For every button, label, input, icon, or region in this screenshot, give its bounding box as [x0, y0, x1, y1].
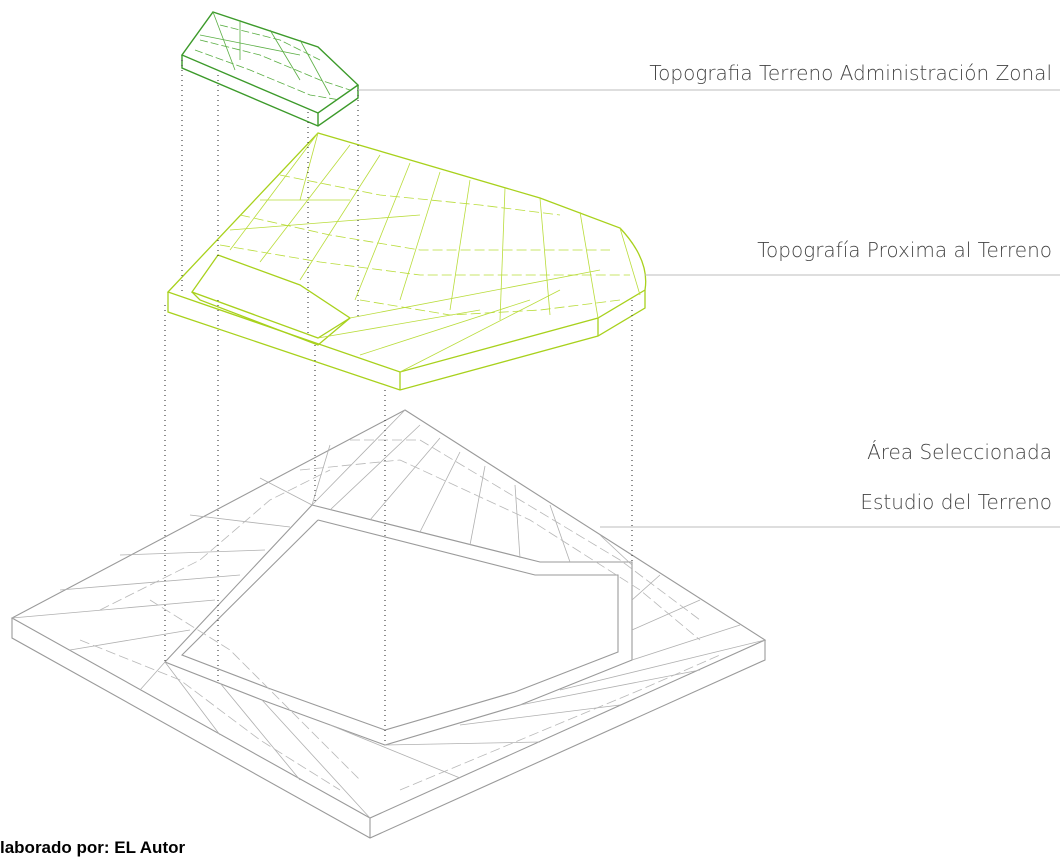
credit-caption: laborado por: EL Autor: [0, 838, 185, 857]
zonal-administration-hatching: [199, 11, 331, 96]
selected-area-terrain: [10, 409, 767, 839]
zonal-administration-terrain: [180, 11, 360, 127]
label-selected-area: Área Seleccionada: [867, 440, 1052, 464]
label-terrain-study: Estudio del Terreno: [860, 490, 1052, 514]
projection-lines: [164, 60, 633, 745]
zonal-administration-contours: [194, 24, 351, 101]
selected-area-hatching: [11, 409, 766, 819]
label-nearby-topography: Topografía Proxima al Terreno: [757, 238, 1052, 262]
nearby-topography-contours: [219, 174, 630, 316]
nearby-topography-hatching: [229, 132, 641, 373]
nearby-topography-terrain: [166, 132, 647, 391]
label-zonal-administration-topography: Topografia Terreno Administración Zonal: [649, 61, 1052, 85]
selected-area-contours: [79, 439, 721, 791]
leader-lines: [358, 89, 1060, 528]
